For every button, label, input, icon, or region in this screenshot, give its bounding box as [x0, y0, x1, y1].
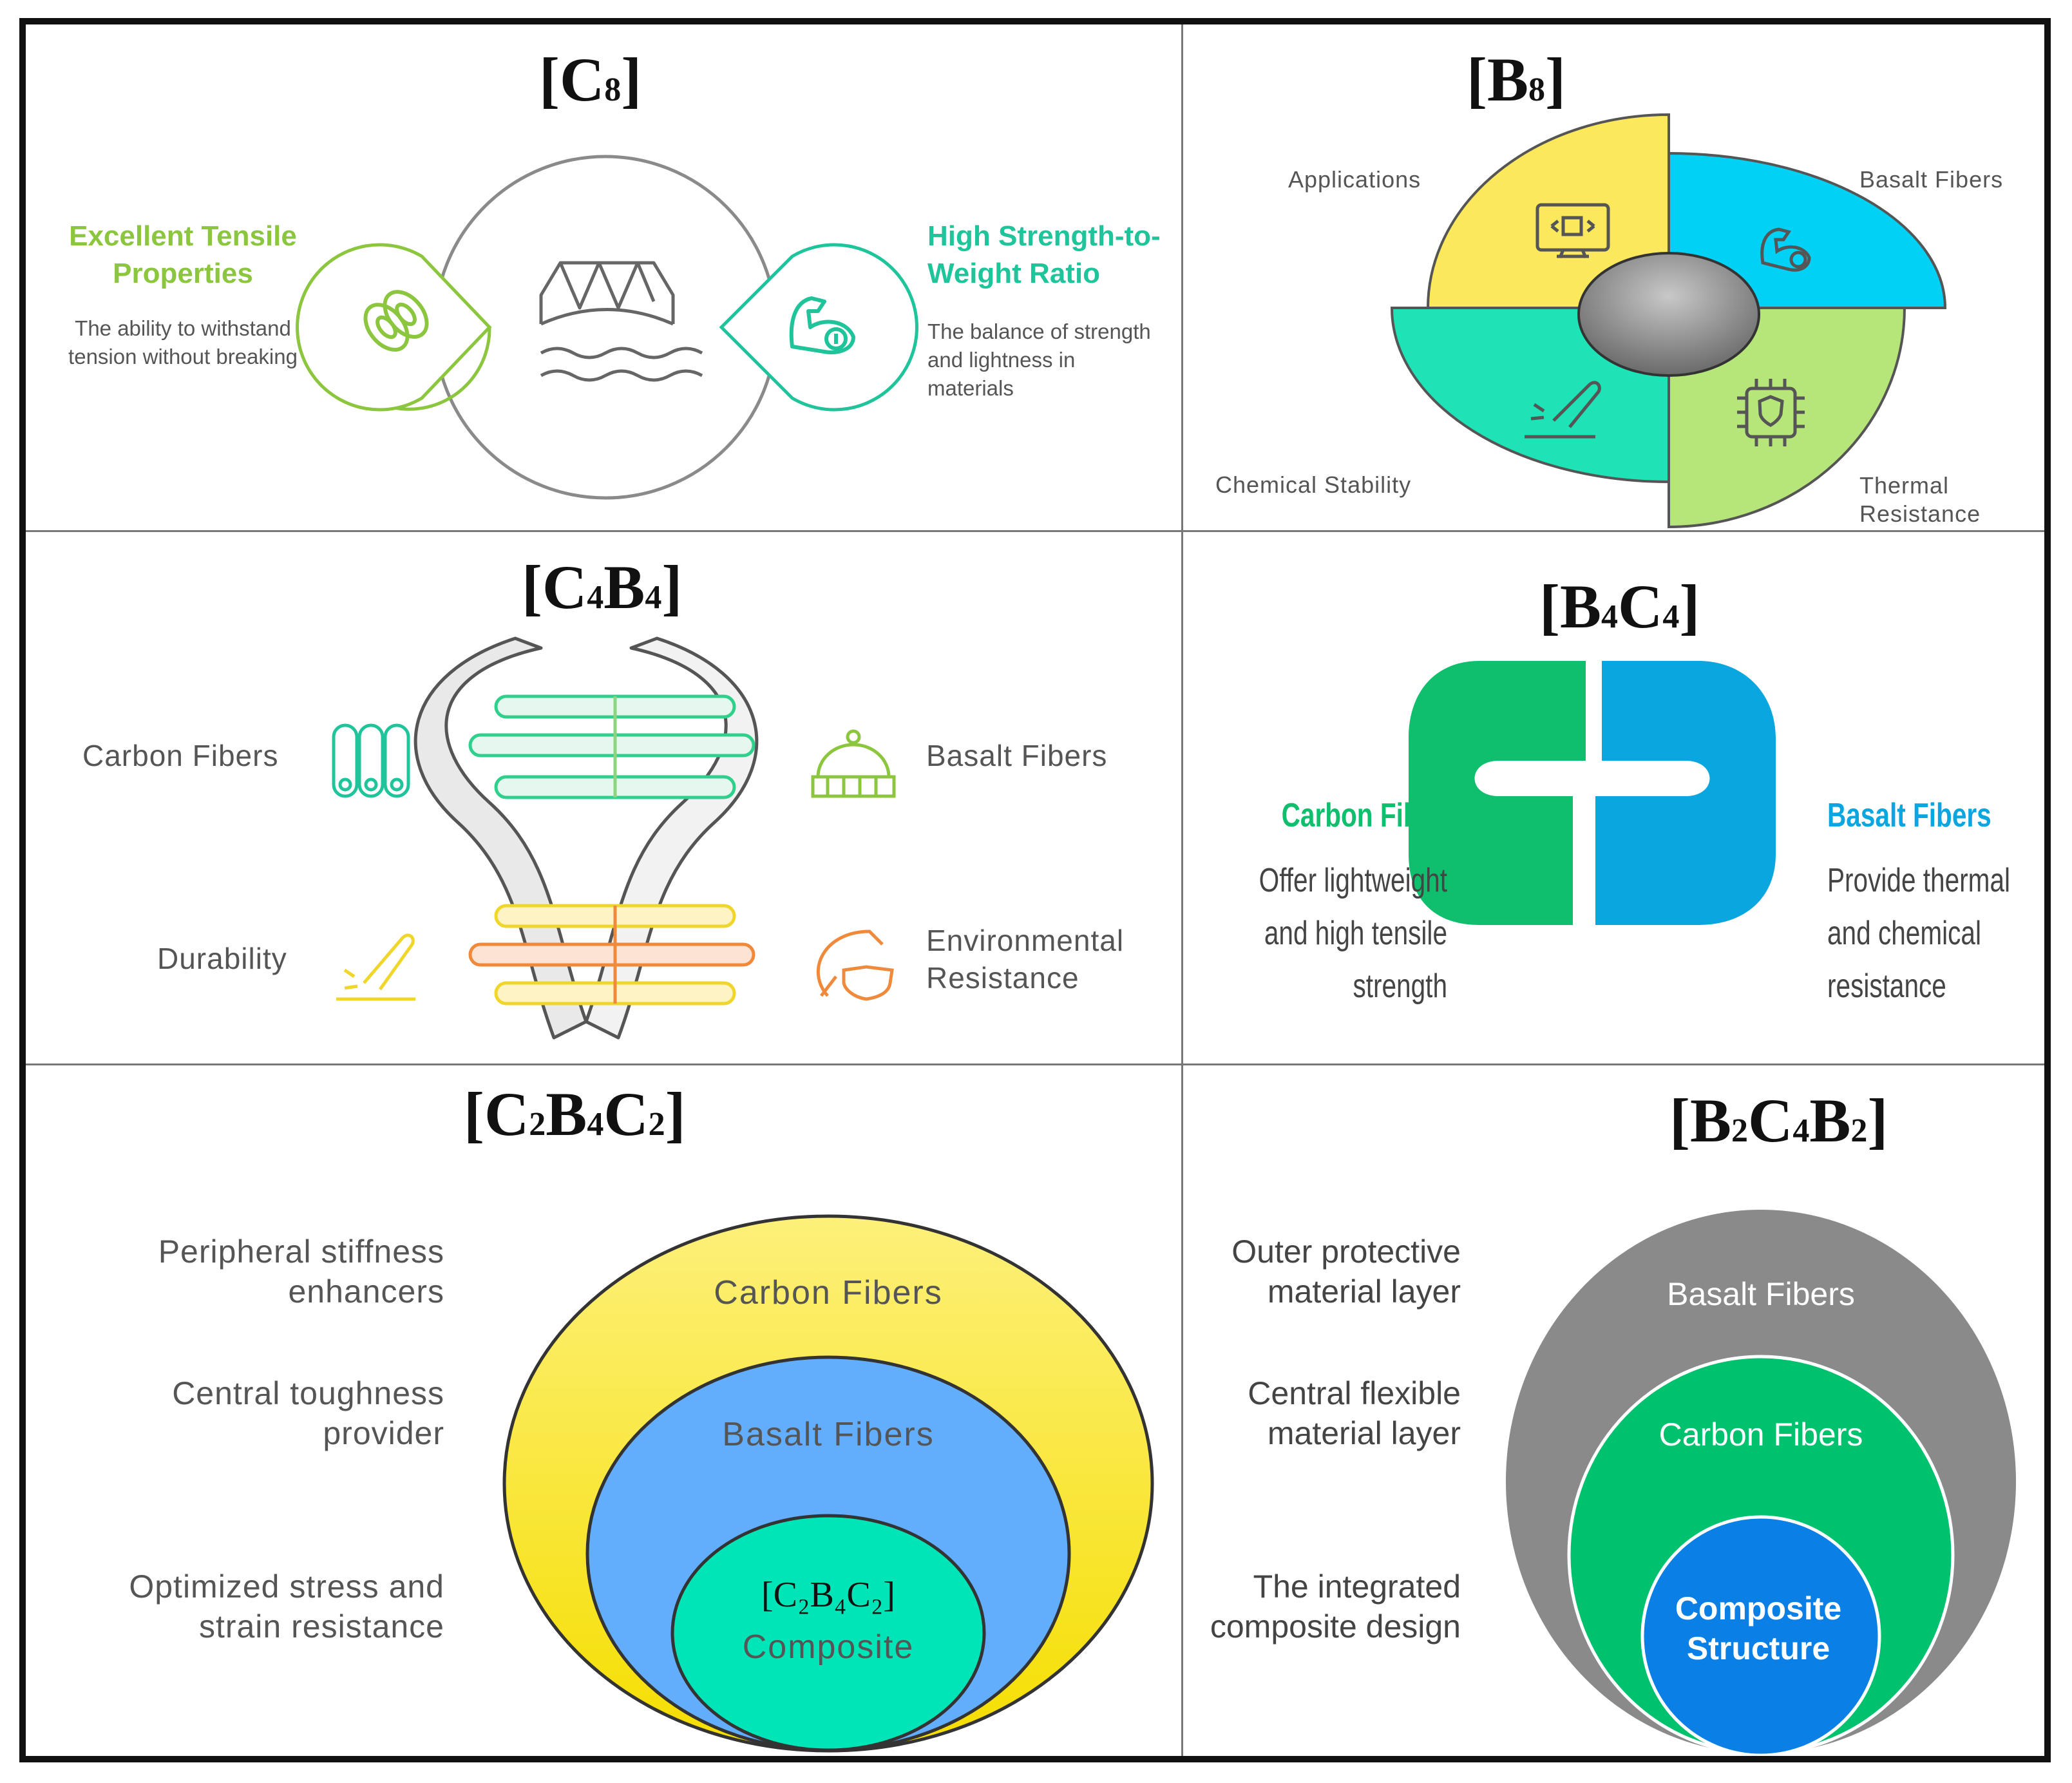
c4b4-diagram [332, 636, 896, 1040]
middle-label: Carbon Fibers [1659, 1416, 1863, 1453]
grid-divider-row2 [26, 1063, 2044, 1065]
muscle-icon [1760, 227, 1811, 272]
side-label-2: Central toughness provider [172, 1375, 444, 1451]
left-heading: Excellent Tensile Properties [69, 220, 297, 289]
inner-composite-ellipse [670, 1514, 986, 1752]
rope-icon [363, 290, 429, 352]
bridge-icon [539, 261, 703, 382]
chip-shield-icon [1737, 379, 1805, 446]
inner-label-line2: Structure [1687, 1630, 1830, 1666]
label-basalt-fibers: Basalt Fibers [926, 739, 1108, 772]
figure-frame: [C8] [19, 18, 2051, 1762]
label-environmental-resistance: Environmental Resistance [926, 924, 1125, 995]
panel-c2b4c2: [C2B4C2] Carbon Fibers Basalt Fibers [C₂… [26, 1065, 1181, 1756]
panel-title: [C8] [539, 45, 642, 114]
panel-b4c4: [B4C4] Carbon Fibers Offer lightweight a… [1183, 532, 2044, 1063]
label-thermal-resistance: Thermal Resistance [1859, 472, 1981, 527]
panel-title: [C4B4] [522, 553, 683, 622]
side-label-2: Central flexible material layer [1248, 1375, 1461, 1451]
panel-b2c4b2: [B2C4B2] Basalt Fibers Carbon Fibers Com… [1183, 1065, 2044, 1756]
panel-title: [B8] [1467, 45, 1566, 114]
side-label-3: Optimized stress and strain resistance [129, 1568, 444, 1645]
panel-c4b4: [C4B4] [26, 532, 1181, 1063]
quadrant-thermal-resistance [1668, 307, 1906, 529]
label-basalt-fibers: Basalt Fibers [1859, 166, 2004, 193]
shield-arc-icon [816, 930, 894, 1001]
label-chemical-stability: Chemical Stability [1215, 472, 1412, 498]
side-label-1: Peripheral stiffness enhancers [158, 1234, 444, 1310]
panel-b8: [B8] [1183, 24, 2044, 530]
panel-title: [B2C4B2] [1669, 1086, 1888, 1155]
muscle-weight-icon [789, 296, 855, 355]
side-label-1: Outer protective material layer [1231, 1234, 1461, 1310]
right-drop-shape [719, 243, 918, 412]
inner-code-label: [C₂B₄C₂] [761, 1575, 895, 1615]
top-rungs [468, 694, 756, 799]
knife-icon [336, 933, 415, 1001]
center-hub [1577, 252, 1760, 377]
c2b4c2-diagram: Carbon Fibers Basalt Fibers [C₂B₄C₂] Com… [502, 1214, 1154, 1753]
label-applications: Applications [1288, 166, 1421, 193]
c8-diagram [296, 155, 918, 500]
label-carbon-fibers: Carbon Fibers [82, 739, 279, 772]
side-label-3: The integrated composite design [1210, 1568, 1461, 1645]
grid-divider-vertical [1181, 24, 1183, 1756]
carbon-description: Offer lightweight and high tensile stren… [1259, 862, 1447, 1005]
basalt-heading: Basalt Fibers [1827, 797, 1991, 834]
basalt-c-shape [1595, 661, 1776, 925]
panel-c8: [C8] [26, 24, 1181, 530]
bottom-rungs [468, 904, 756, 1006]
right-heading: High Strength-to- Weight Ratio [927, 220, 1161, 289]
inner-composite-ellipse [1640, 1515, 1881, 1756]
b4c4-diagram [1409, 661, 1776, 925]
panel-title: [C2B4C2] [464, 1080, 686, 1149]
dome-icon [811, 729, 896, 798]
grid-divider-row1 [26, 530, 2044, 532]
carbon-c-shape [1409, 661, 1586, 925]
label-durability: Durability [157, 942, 287, 975]
fiber-rolls-icon [332, 723, 410, 798]
knife-icon [1525, 381, 1601, 439]
outer-label: Carbon Fibers [714, 1274, 942, 1311]
inner-label-line1: Composite [1675, 1590, 1841, 1626]
quadrant-applications [1426, 113, 1670, 309]
basalt-description: Provide thermal and chemical resistance [1827, 862, 2011, 1005]
carbon-heading: Carbon Fibers [1281, 797, 1459, 834]
inner-label: Composite [743, 1628, 915, 1666]
outer-label: Basalt Fibers [1667, 1276, 1855, 1312]
panel-title: [B4C4] [1539, 572, 1700, 641]
left-description: The ability to withstand tension without… [68, 316, 298, 368]
middle-label: Basalt Fibers [722, 1416, 934, 1453]
monitor-icon [1535, 203, 1610, 258]
quadrant-basalt-fibers [1668, 151, 1947, 309]
right-description: The balance of strength and lightness in… [927, 319, 1151, 400]
b8-diagram [1390, 113, 1947, 529]
b2c4b2-diagram: Basalt Fibers Carbon Fibers Composite St… [1506, 1210, 2016, 1756]
